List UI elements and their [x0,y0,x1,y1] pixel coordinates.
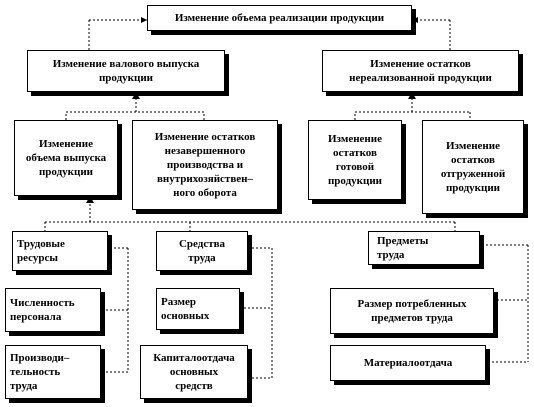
node-staff-count: Численность персонала [5,288,101,332]
node-fixed-assets-size: Размер основных [156,288,240,330]
node-capital-productivity: Капиталоотдача основных средств [140,345,248,399]
node-gross-output-change: Изменение валового выпуска продукции [27,50,225,92]
node-material-productivity: Материалоотдача [330,345,486,381]
node-shipped-goods-change: Изменение остатков отгруженной продукции [422,120,524,214]
node-unsold-stock-change: Изменение остатков нереализованной проду… [322,50,519,92]
node-labor-resources: Трудовые ресурсы [12,231,108,271]
node-objects-of-labor: Предметы труда [368,231,480,265]
node-consumed-materials-size: Размер потребленных предметов труда [330,288,494,334]
node-finished-goods-change: Изменение остатков готовой продукции [308,120,402,200]
node-output-volume-change: Изменение объема выпуска продукции [14,120,118,196]
node-labor-productivity: Производи– тельность труда [5,345,101,399]
node-means-of-labor: Средства труда [156,231,248,271]
node-wip-change: Изменение остатков незавершенного произв… [132,120,278,210]
node-sales-volume-change: Изменение объема реализации продукции [147,5,412,31]
